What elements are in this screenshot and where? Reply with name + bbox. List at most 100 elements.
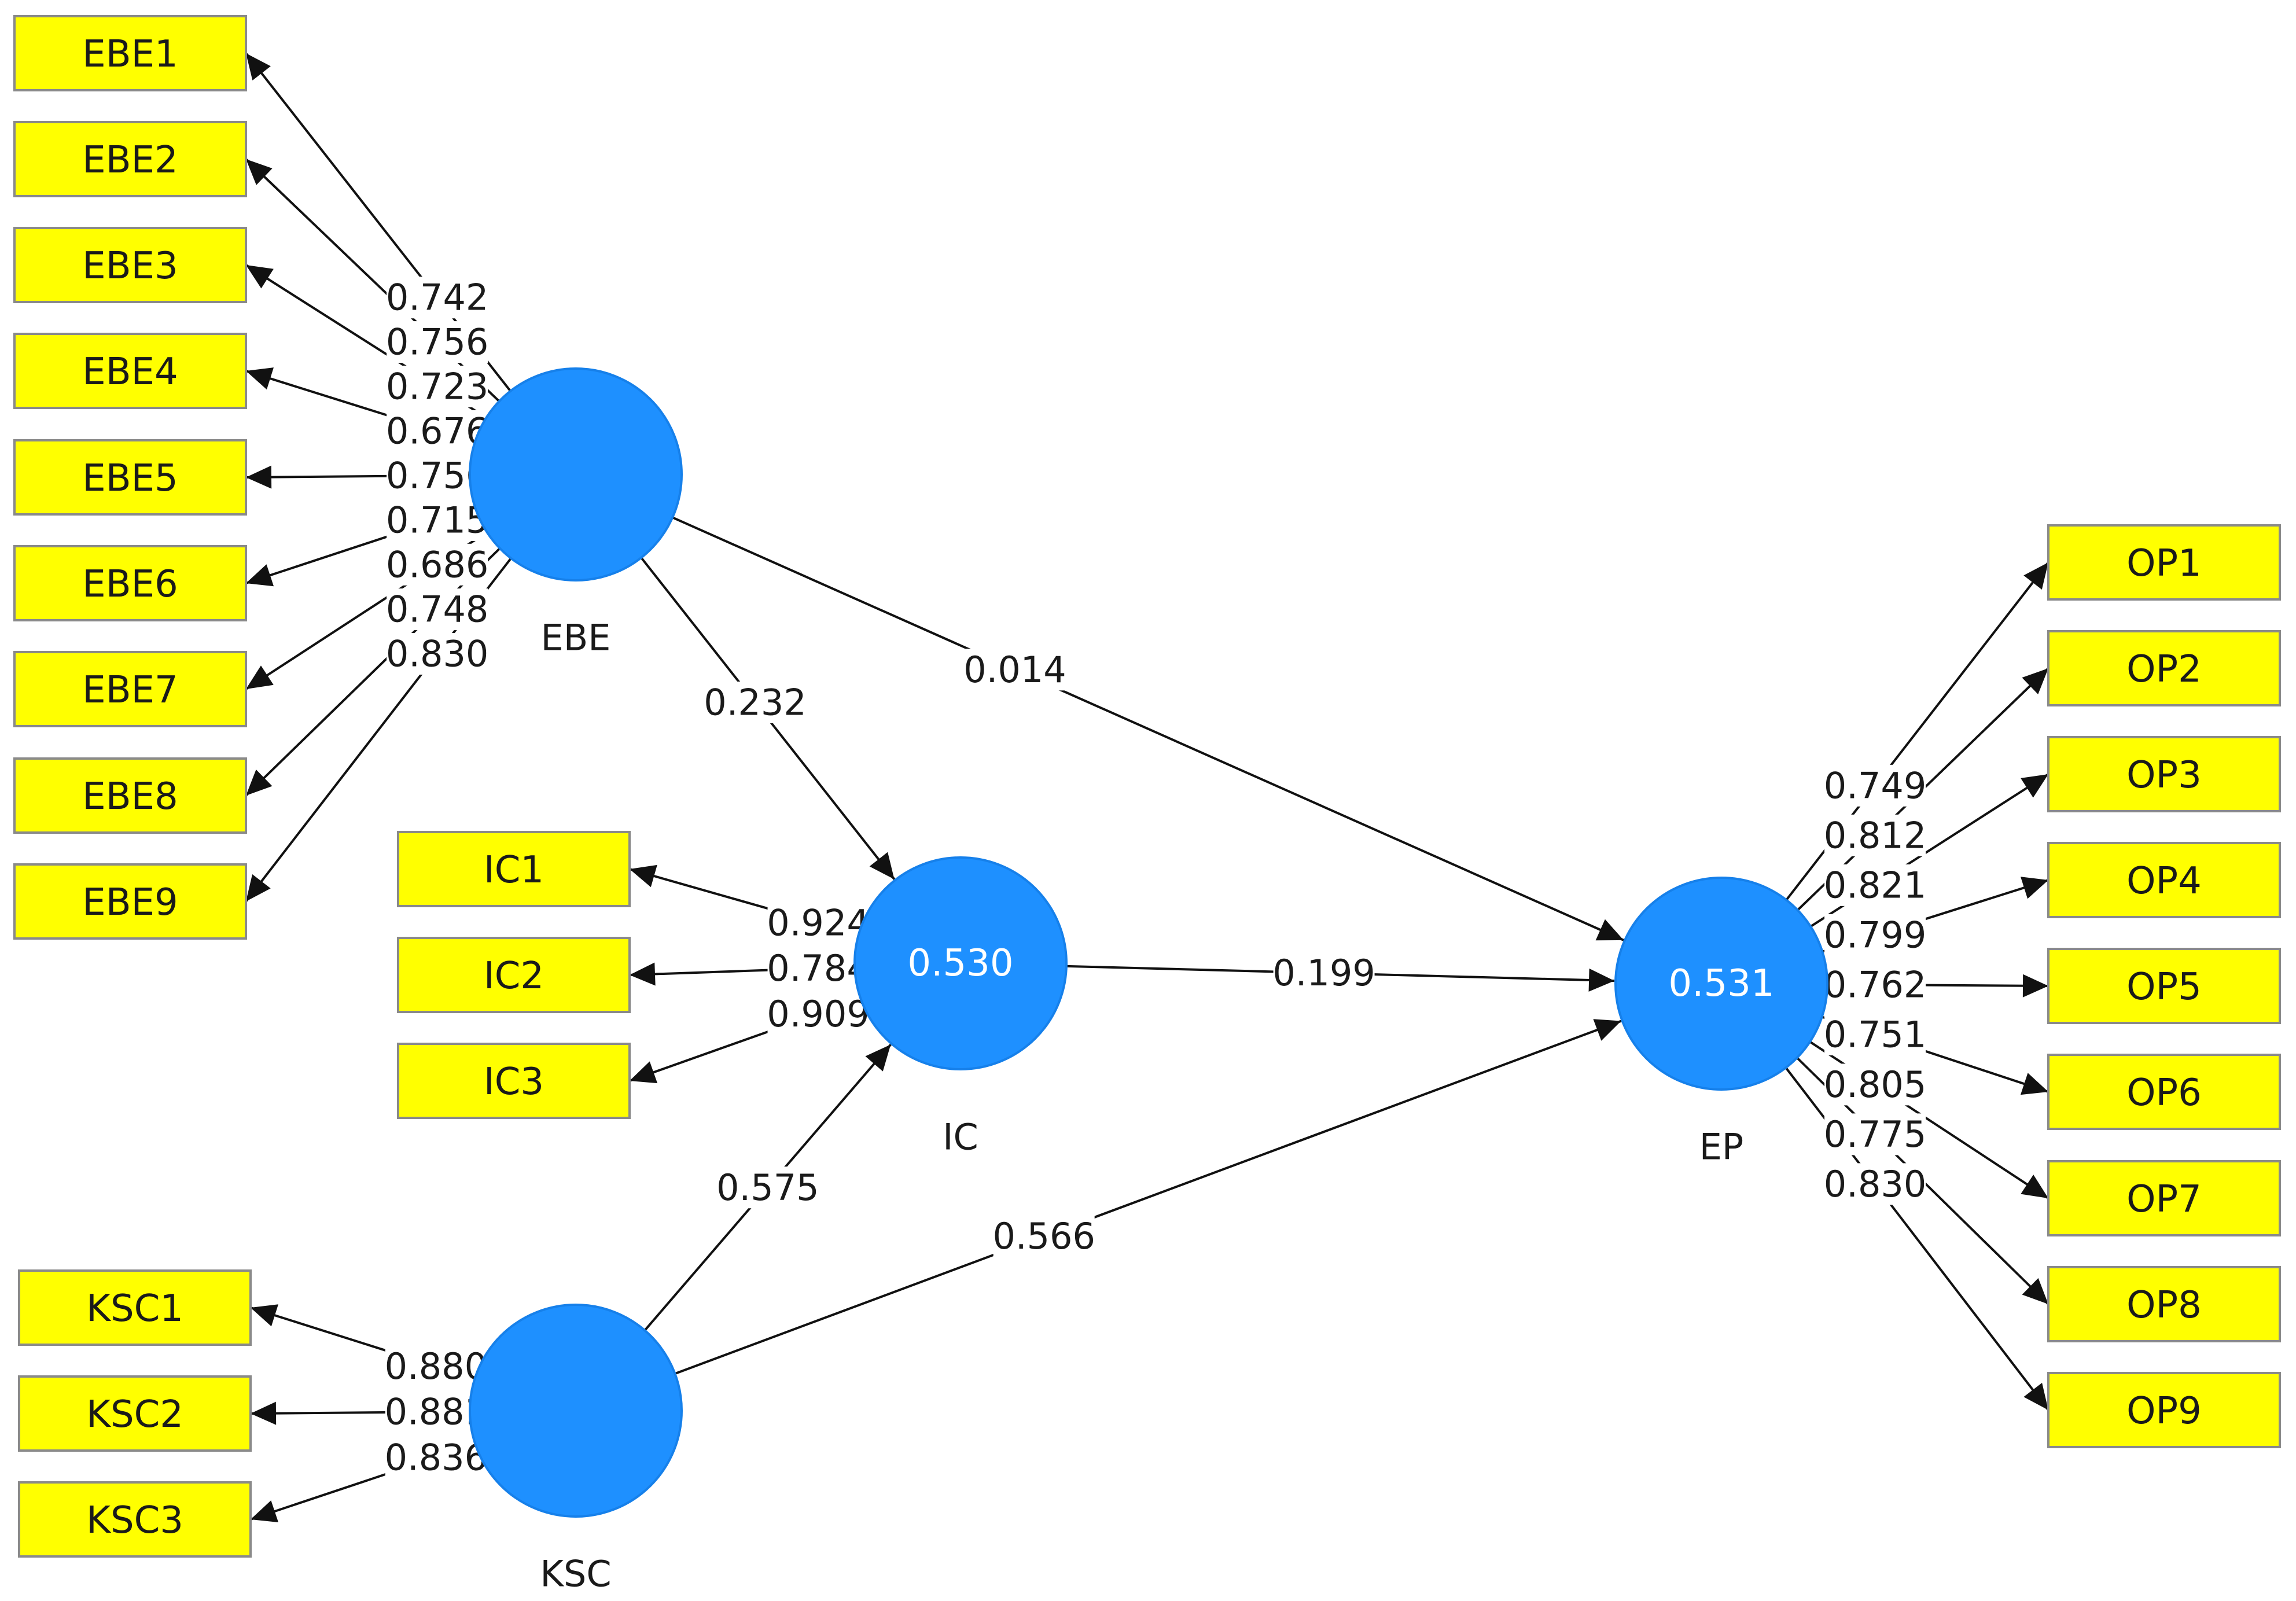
- indicator-box-ebe6[interactable]: [13, 545, 247, 621]
- indicator-label-op1: OP1: [2126, 542, 2202, 585]
- indicator-box-op1[interactable]: [2047, 524, 2281, 601]
- indicator-box-ebe4[interactable]: [13, 333, 247, 409]
- loading-label-ebe2-bg: [387, 321, 488, 363]
- construct-circle-ic[interactable]: [853, 856, 1068, 1070]
- indicator-label-op2: OP2: [2126, 648, 2202, 691]
- loading-label-ic3-bg: [767, 993, 869, 1035]
- loading-arrowhead-ebe7: [246, 665, 274, 689]
- indicator-box-ebe5[interactable]: [13, 439, 247, 516]
- loading-label-ebe1: 0.742: [386, 277, 489, 319]
- indicator-box-op5[interactable]: [2047, 948, 2281, 1024]
- indicator-box-op9[interactable]: [2047, 1372, 2281, 1448]
- loading-label-op6-bg: [1824, 1013, 1926, 1055]
- loading-arrowhead-ic1: [630, 864, 657, 888]
- indicator-box-op2[interactable]: [2047, 630, 2281, 706]
- construct-circle-ep[interactable]: [1614, 877, 1828, 1091]
- loading-label-op8: 0.775: [1824, 1113, 1927, 1155]
- indicator-label-ebe2: EBE2: [82, 139, 178, 182]
- indicator-label-ic3: IC3: [484, 1061, 544, 1103]
- loading-label-ksc3: 0.836: [385, 1436, 488, 1478]
- indicator-box-ic1[interactable]: [397, 831, 631, 907]
- indicator-box-ic3[interactable]: [397, 1043, 631, 1119]
- edge-labels-layer: 0.7420.7560.7230.6760.7560.7150.6860.748…: [385, 277, 1927, 1479]
- indicator-box-ebe1[interactable]: [13, 15, 247, 91]
- loading-arrowhead-ebe8: [246, 769, 273, 796]
- construct-name-ep: EP: [1699, 1126, 1744, 1168]
- loading-label-ebe4: 0.676: [386, 410, 489, 452]
- indicator-box-ksc1[interactable]: [18, 1269, 252, 1346]
- indicator-box-ebe3[interactable]: [13, 227, 247, 303]
- loading-arrowhead-op5: [2022, 974, 2048, 998]
- loading-label-op2: 0.812: [1824, 814, 1927, 856]
- indicator-box-ebe2[interactable]: [13, 121, 247, 197]
- loading-label-ksc1: 0.880: [385, 1345, 488, 1387]
- path-coef-ic-ep-bg: [1273, 952, 1375, 994]
- indicator-box-ebe9[interactable]: [13, 863, 247, 940]
- path-arrowhead-ebe-ep: [1595, 919, 1624, 941]
- construct-circle-ksc[interactable]: [469, 1304, 683, 1518]
- loading-label-ebe8: 0.748: [386, 588, 489, 631]
- indicator-box-ksc3[interactable]: [18, 1481, 252, 1558]
- indicator-box-op8[interactable]: [2047, 1266, 2281, 1342]
- path-coef-ebe-ep-bg: [964, 649, 1066, 691]
- indicator-label-ic1: IC1: [484, 849, 544, 892]
- indicator-box-op3[interactable]: [2047, 736, 2281, 812]
- construct-circle-ebe[interactable]: [469, 367, 683, 581]
- indicator-label-ebe6: EBE6: [82, 563, 178, 606]
- loading-label-ksc3-bg: [385, 1436, 487, 1478]
- loading-arrowhead-op2: [2022, 668, 2048, 694]
- loading-label-op7: 0.805: [1824, 1063, 1927, 1106]
- loading-label-ebe7: 0.686: [386, 543, 489, 586]
- indicator-label-op3: OP3: [2126, 754, 2202, 797]
- indicator-label-ebe3: EBE3: [82, 245, 178, 288]
- loading-arrowhead-ebe6: [246, 564, 274, 587]
- indicator-box-ksc2[interactable]: [18, 1375, 252, 1452]
- loading-label-ic1-bg: [767, 901, 869, 944]
- loading-label-ebe9-bg: [387, 632, 488, 675]
- loading-arrowhead-ebe1: [246, 53, 271, 80]
- loading-arrowhead-ebe5: [246, 465, 272, 489]
- path-coef-ksc-ep: 0.566: [992, 1215, 1095, 1257]
- indicator-box-ebe8[interactable]: [13, 757, 247, 834]
- indicator-box-ic2[interactable]: [397, 937, 631, 1013]
- loading-label-op7-bg: [1824, 1063, 1926, 1106]
- loading-label-op6: 0.751: [1824, 1013, 1927, 1055]
- indicator-label-op9: OP9: [2126, 1390, 2202, 1433]
- loading-label-ebe3-bg: [387, 365, 488, 407]
- loading-arrowhead-ksc1: [251, 1304, 278, 1327]
- loading-label-ebe3: 0.723: [386, 365, 489, 407]
- path-arrowhead-ebe-ic: [869, 852, 895, 879]
- indicator-label-op4: OP4: [2126, 860, 2202, 903]
- loading-arrowhead-op6: [2020, 1073, 2048, 1095]
- loading-arrowhead-ebe3: [246, 265, 274, 289]
- indicator-label-ebe1: EBE1: [82, 33, 178, 76]
- indicator-box-op4[interactable]: [2047, 842, 2281, 918]
- loading-label-op2-bg: [1824, 814, 1926, 856]
- loading-label-ic2-bg: [767, 947, 869, 989]
- indicator-box-op7[interactable]: [2047, 1160, 2281, 1236]
- indicator-box-ebe7[interactable]: [13, 651, 247, 727]
- path-arrowhead-ksc-ic: [865, 1044, 891, 1072]
- loading-arrowhead-ebe9: [246, 874, 271, 901]
- loading-label-ebe7-bg: [387, 543, 488, 586]
- loading-label-op9: 0.830: [1824, 1163, 1927, 1205]
- loading-label-op8-bg: [1824, 1113, 1926, 1155]
- loading-label-ksc1-bg: [385, 1345, 487, 1387]
- loading-arrowhead-ic2: [630, 962, 656, 986]
- loading-label-ebe1-bg: [387, 277, 488, 319]
- path-coef-ebe-ep: 0.014: [963, 649, 1066, 691]
- loading-label-op5: 0.762: [1824, 963, 1927, 1006]
- loading-arrowhead-ksc2: [251, 1401, 277, 1425]
- indicator-box-op6[interactable]: [2047, 1054, 2281, 1130]
- indicator-label-op7: OP7: [2126, 1178, 2202, 1221]
- path-edge-ksc-ep: [674, 1020, 1622, 1375]
- construct-name-ksc: KSC: [540, 1553, 611, 1595]
- loading-arrowhead-op7: [2021, 1175, 2048, 1198]
- path-arrowhead-ksc-ep: [1593, 1019, 1621, 1041]
- indicator-label-op6: OP6: [2126, 1072, 2202, 1114]
- loading-label-op5-bg: [1824, 963, 1926, 1006]
- construct-r2-ep: 0.531: [1668, 962, 1774, 1005]
- loading-label-op3-bg: [1824, 864, 1926, 906]
- indicator-label-ebe7: EBE7: [82, 669, 178, 712]
